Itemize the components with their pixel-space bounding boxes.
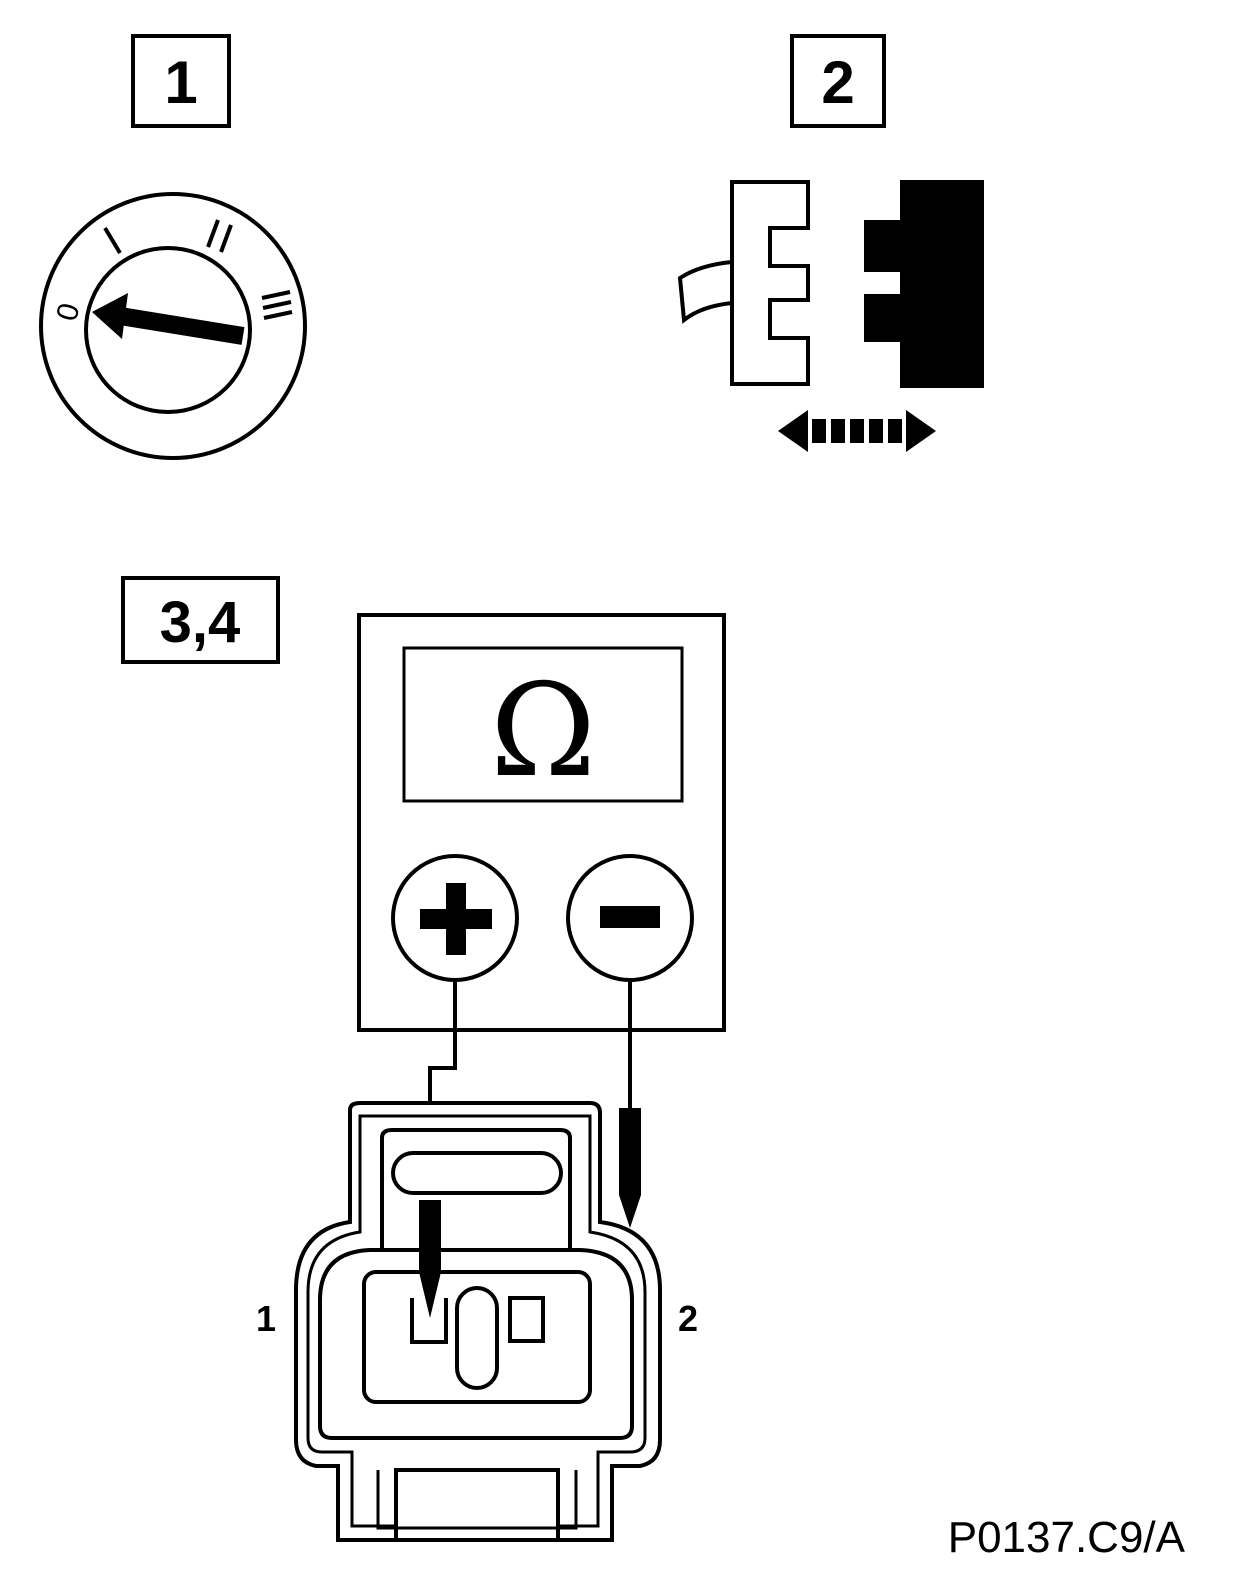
figure-reference: P0137.C9/A <box>948 1513 1186 1562</box>
step-3-4-label: 3,4 <box>121 576 280 664</box>
pin-2-label: 2 <box>678 1298 698 1339</box>
latch-slot <box>391 1151 563 1195</box>
step-2-number: 2 <box>821 49 854 116</box>
cable-icon <box>677 259 734 324</box>
connector-disconnect-icon <box>677 180 984 452</box>
switch-pointer-arrow-icon <box>92 293 245 345</box>
step-2-label: 2 <box>790 34 886 128</box>
minus-icon <box>600 906 660 928</box>
step-1-number: 1 <box>164 49 197 116</box>
multimeter-display <box>402 646 684 803</box>
ohm-symbol: Ω <box>490 657 596 806</box>
connector-socket-icon <box>864 180 984 388</box>
double-arrow-icon <box>778 410 936 452</box>
sensor-connector <box>294 1101 662 1542</box>
switch-position-i-mark <box>103 226 122 255</box>
polarity-key <box>455 1286 499 1390</box>
positive-probe-icon <box>419 1200 441 1318</box>
negative-terminal: − <box>566 854 694 982</box>
connector-plug-icon <box>730 180 810 386</box>
step-1-label: 1 <box>131 34 231 128</box>
connector-latch <box>380 1128 572 1258</box>
positive-terminal: + <box>391 854 519 982</box>
negative-probe-icon <box>619 1108 641 1228</box>
pin-1-cavity <box>410 1298 448 1344</box>
step-3-4-number: 3,4 <box>160 590 241 655</box>
switch-position-iii-mark <box>261 290 293 320</box>
pin-1-label: 1 <box>256 1298 276 1339</box>
ignition-switch-icon: 0 <box>39 192 307 460</box>
multimeter: Ω + − <box>357 613 726 1032</box>
switch-position-ii-mark <box>206 219 233 253</box>
pin-2-cavity <box>508 1296 545 1343</box>
